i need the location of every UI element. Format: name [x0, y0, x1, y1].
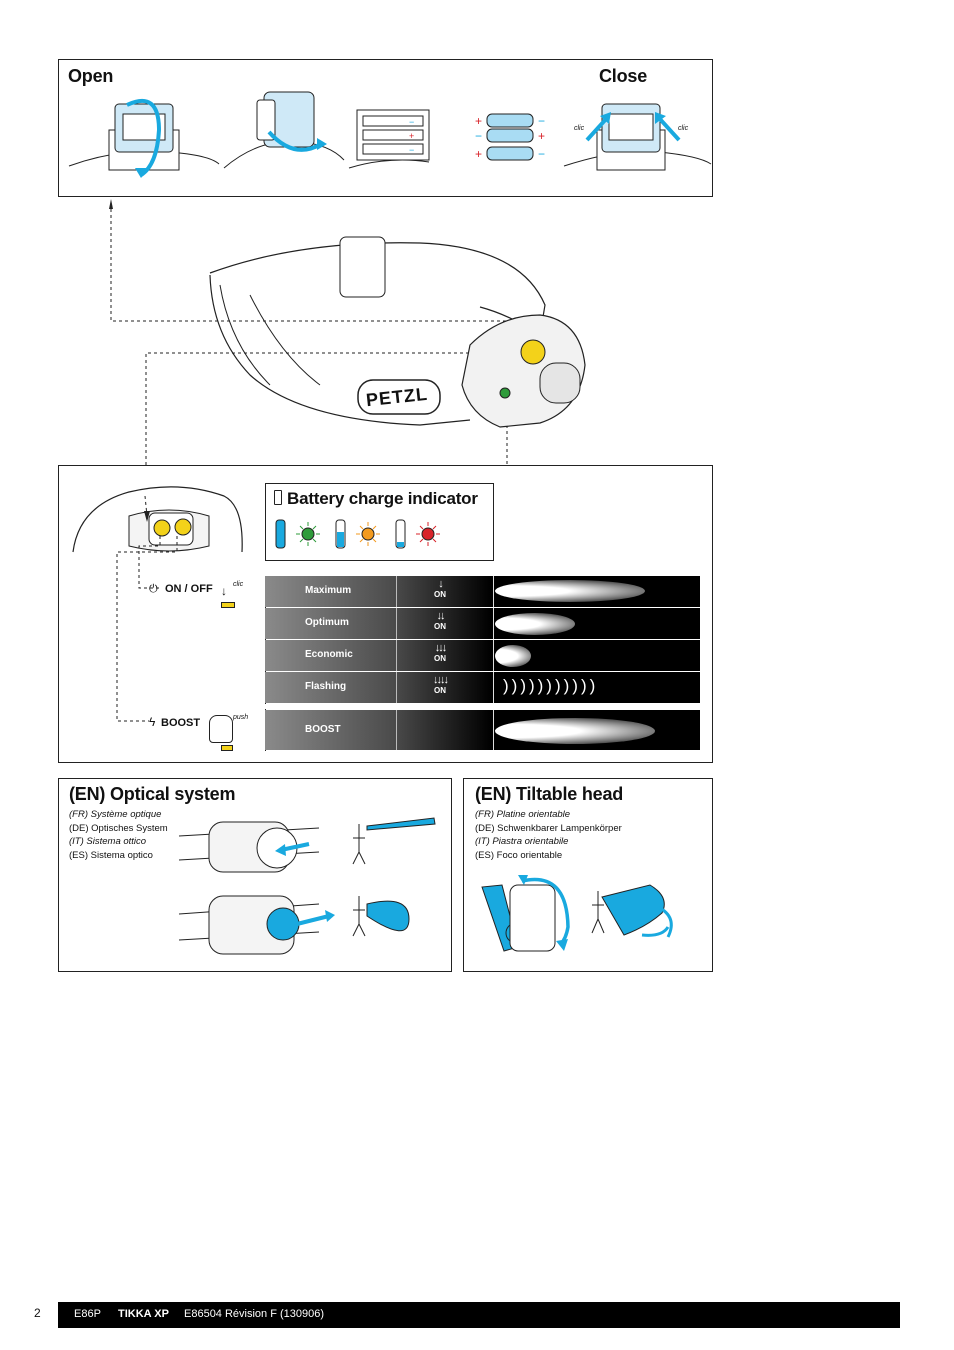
battery-led-states-illustration	[275, 519, 440, 549]
mode-name: BOOST	[305, 724, 341, 735]
mode-name: Flashing	[305, 681, 347, 692]
on-off-label: ON / OFF	[165, 583, 213, 595]
footer-bar: E86P TIKKA XP E86504 Révision F (130906)	[58, 1302, 900, 1328]
led-orange-icon	[356, 522, 380, 546]
push-finger-icon	[209, 715, 233, 743]
mode-row-flashing: Flashing ↓↓↓↓ON )))))))))))	[265, 672, 700, 703]
svg-text:−: −	[475, 129, 482, 143]
page-number: 2	[34, 1306, 41, 1320]
optical-title: (EN) Optical system	[69, 784, 236, 804]
step-close-head-illustration	[563, 103, 712, 171]
battery-icon	[274, 490, 282, 505]
mode-row-maximum: Maximum ↓ON	[265, 576, 700, 607]
footer-code: E86P	[74, 1308, 101, 1320]
mode-name: Economic	[305, 649, 353, 660]
svg-text:+: +	[538, 129, 545, 143]
tiltable-it: (IT) Piastra orientabile	[475, 836, 569, 847]
footer-revision: E86504 Révision F (130906)	[184, 1308, 325, 1320]
press-arrow-icon: ↓	[221, 584, 227, 598]
flashing-pulses-icon: )))))))))))	[503, 676, 599, 695]
on-off-action-label: clic	[233, 581, 244, 588]
boost-indicator	[221, 745, 233, 751]
close-title: Close	[599, 66, 648, 86]
on-off-indicator	[221, 602, 235, 608]
tiltable-illustration	[481, 875, 673, 952]
boost-control[interactable]: ϟ BOOST push	[147, 713, 267, 753]
battery-indicator-box: Battery charge indicator	[265, 483, 494, 561]
step-battery-housing-illustration: − + −	[348, 109, 430, 169]
footer-product: TIKKA XP	[118, 1308, 169, 1320]
step-open-head-illustration	[68, 98, 220, 178]
headlamp-illustration	[109, 199, 586, 537]
optical-fr: (FR) Système optique	[69, 809, 162, 820]
optical-translations: (FR) Système optique (DE) Optisches Syst…	[69, 808, 168, 862]
boost-action-label: push	[233, 714, 249, 721]
svg-text:−: −	[409, 145, 414, 155]
svg-text:+: +	[475, 147, 482, 161]
open-title: Open	[68, 66, 114, 86]
led-red-icon	[416, 522, 440, 546]
mode-row-boost: BOOST	[265, 710, 700, 750]
led-green-icon	[296, 522, 320, 546]
svg-text:−: −	[538, 147, 545, 161]
optical-it: (IT) Sistema ottico	[69, 836, 147, 847]
beam-maximum	[495, 580, 645, 602]
clic-label-right: clic	[678, 125, 689, 132]
tiltable-translations: (FR) Platine orientable (DE) Schwenkbare…	[475, 808, 622, 862]
clic-label-left: clic	[574, 125, 585, 132]
boost-label: BOOST	[161, 717, 201, 729]
beam-economic	[495, 645, 531, 667]
tiltable-de: (DE) Schwenkbarer Lampenkörper	[475, 822, 622, 834]
on-off-control[interactable]: ⏻ ON / OFF ↓ clic	[145, 578, 265, 610]
tiltable-title: (EN) Tiltable head	[475, 784, 624, 804]
power-icon: ⏻	[149, 583, 158, 595]
svg-text:−: −	[538, 114, 545, 128]
tiltable-es: (ES) Foco orientable	[475, 849, 563, 861]
lamp-buttons-illustration	[72, 486, 243, 722]
beam-optimum	[495, 613, 575, 635]
mode-clicks: ↓↓ON	[434, 610, 446, 631]
svg-text:+: +	[409, 131, 414, 141]
mode-clicks: ↓ON	[434, 578, 446, 599]
optical-system-panel: (EN) Optical system (FR) Système optique…	[58, 778, 452, 972]
mode-clicks: ↓↓↓↓ON	[433, 674, 449, 695]
optical-es: (ES) Sistema optico	[69, 849, 153, 861]
optical-illustration	[178, 817, 436, 955]
battery-polarity-illustration: + − − + + −	[475, 113, 545, 161]
battery-indicator-title: Battery charge indicator	[287, 489, 478, 508]
mode-name: Optimum	[305, 617, 349, 628]
open-close-panel: Open Close − + −	[58, 59, 713, 197]
step-rotate-head-illustration	[223, 91, 345, 169]
open-close-illustrations: − + − + − − + + −	[68, 91, 712, 178]
beam-boost	[495, 718, 655, 744]
mode-row-economic: Economic ↓↓↓ON	[265, 640, 700, 671]
svg-text:+: +	[475, 114, 482, 128]
mode-name: Maximum	[305, 585, 352, 596]
mode-clicks: ↓↓↓ON	[434, 642, 447, 663]
tiltable-head-panel: (EN) Tiltable head (FR) Platine orientab…	[463, 778, 713, 972]
tiltable-fr: (FR) Platine orientable	[475, 809, 571, 820]
lightning-icon: ϟ	[149, 715, 156, 729]
optical-de: (DE) Optisches System	[69, 822, 168, 834]
mode-row-optimum: Optimum ↓↓ON	[265, 608, 700, 639]
modes-separator	[265, 704, 700, 709]
svg-text:−: −	[409, 117, 414, 127]
